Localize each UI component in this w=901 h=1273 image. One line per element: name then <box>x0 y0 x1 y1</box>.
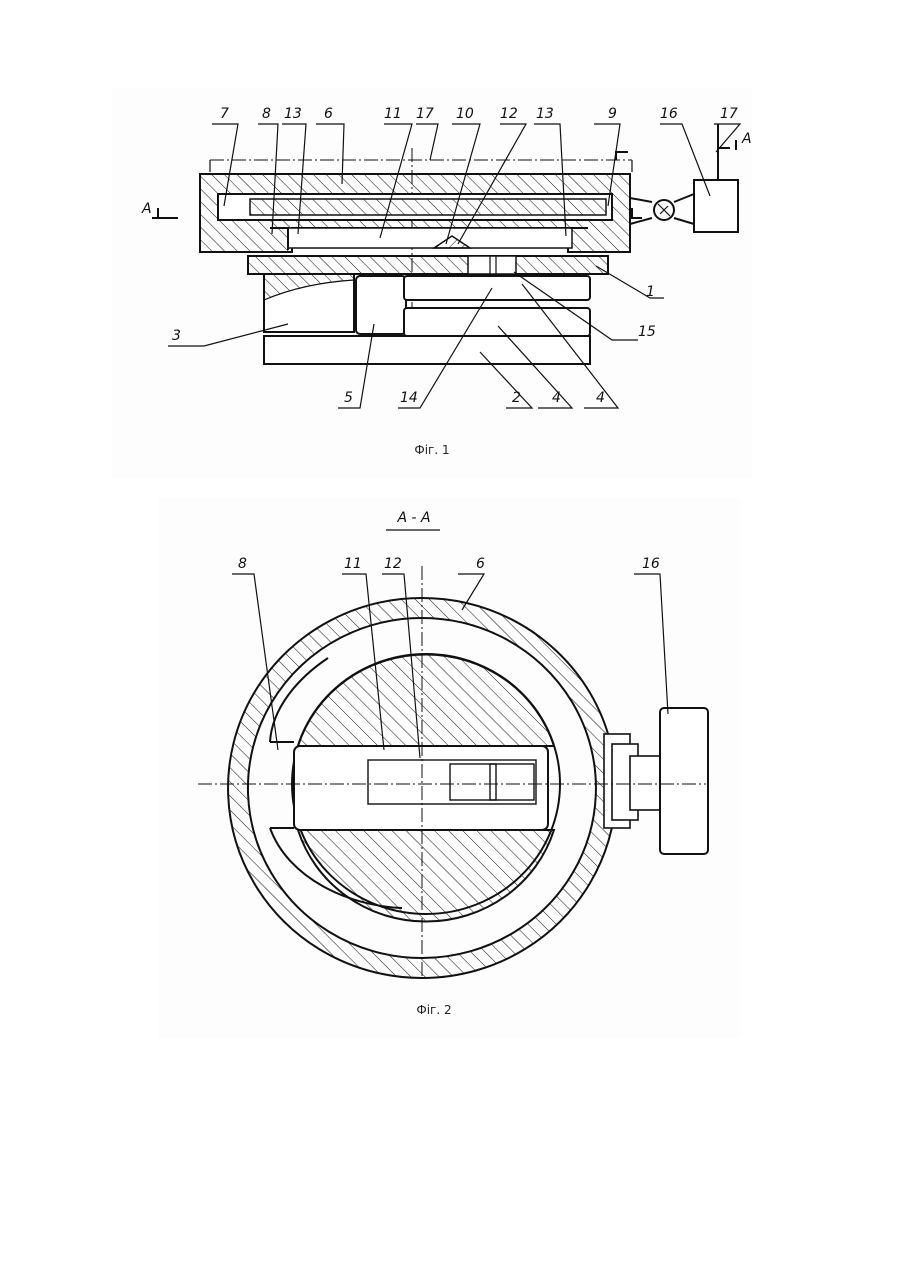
figure-2-drawing: A - A <box>158 498 740 1038</box>
label-15: 15 <box>638 324 656 340</box>
block-4-lower <box>404 308 590 336</box>
upper-segment <box>298 654 554 746</box>
figure-2-caption: Фіг. 2 <box>416 1003 451 1017</box>
figure-1-drawing: A A <box>112 88 752 478</box>
figure-1: A A <box>112 88 752 478</box>
label-2: 2 <box>512 390 521 406</box>
label-16: 16 <box>642 556 660 572</box>
slot-15 <box>468 256 516 274</box>
label-8: 8 <box>238 556 247 572</box>
section-mark-left: A <box>141 201 152 217</box>
section-title: A - A <box>396 510 430 526</box>
label-17-right: 17 <box>720 106 738 122</box>
label-10: 10 <box>456 106 474 122</box>
block-5 <box>356 276 406 334</box>
rotor-plate <box>250 199 606 215</box>
label-12: 12 <box>384 556 402 572</box>
label-13-left: 13 <box>284 106 302 122</box>
label-5: 5 <box>344 390 353 406</box>
label-11: 11 <box>344 556 362 572</box>
slot-11 <box>294 746 548 830</box>
label-7: 7 <box>220 106 229 122</box>
label-16: 16 <box>660 106 678 122</box>
figure-2: A - A <box>158 498 740 1038</box>
label-4-left: 4 <box>552 390 561 406</box>
label-17-left: 17 <box>416 106 434 122</box>
label-11: 11 <box>384 106 402 122</box>
figure-1-caption: Фіг. 1 <box>414 443 449 457</box>
label-8: 8 <box>262 106 271 122</box>
section-mark-right: A <box>741 131 752 147</box>
label-3: 3 <box>172 328 181 344</box>
label-9: 9 <box>608 106 617 122</box>
chamber-10 <box>288 228 572 248</box>
label-13-right: 13 <box>536 106 554 122</box>
label-4-right: 4 <box>596 390 605 406</box>
drive-16 <box>660 708 708 854</box>
bottom-plate-2 <box>264 336 590 364</box>
drive-16 <box>694 180 738 232</box>
label-1: 1 <box>646 284 655 300</box>
base-plate-1 <box>248 256 608 274</box>
label-6: 6 <box>476 556 485 572</box>
label-14: 14 <box>400 390 418 406</box>
block-4-upper <box>404 276 590 300</box>
label-12: 12 <box>500 106 518 122</box>
lower-segment <box>298 830 554 922</box>
label-6: 6 <box>324 106 333 122</box>
